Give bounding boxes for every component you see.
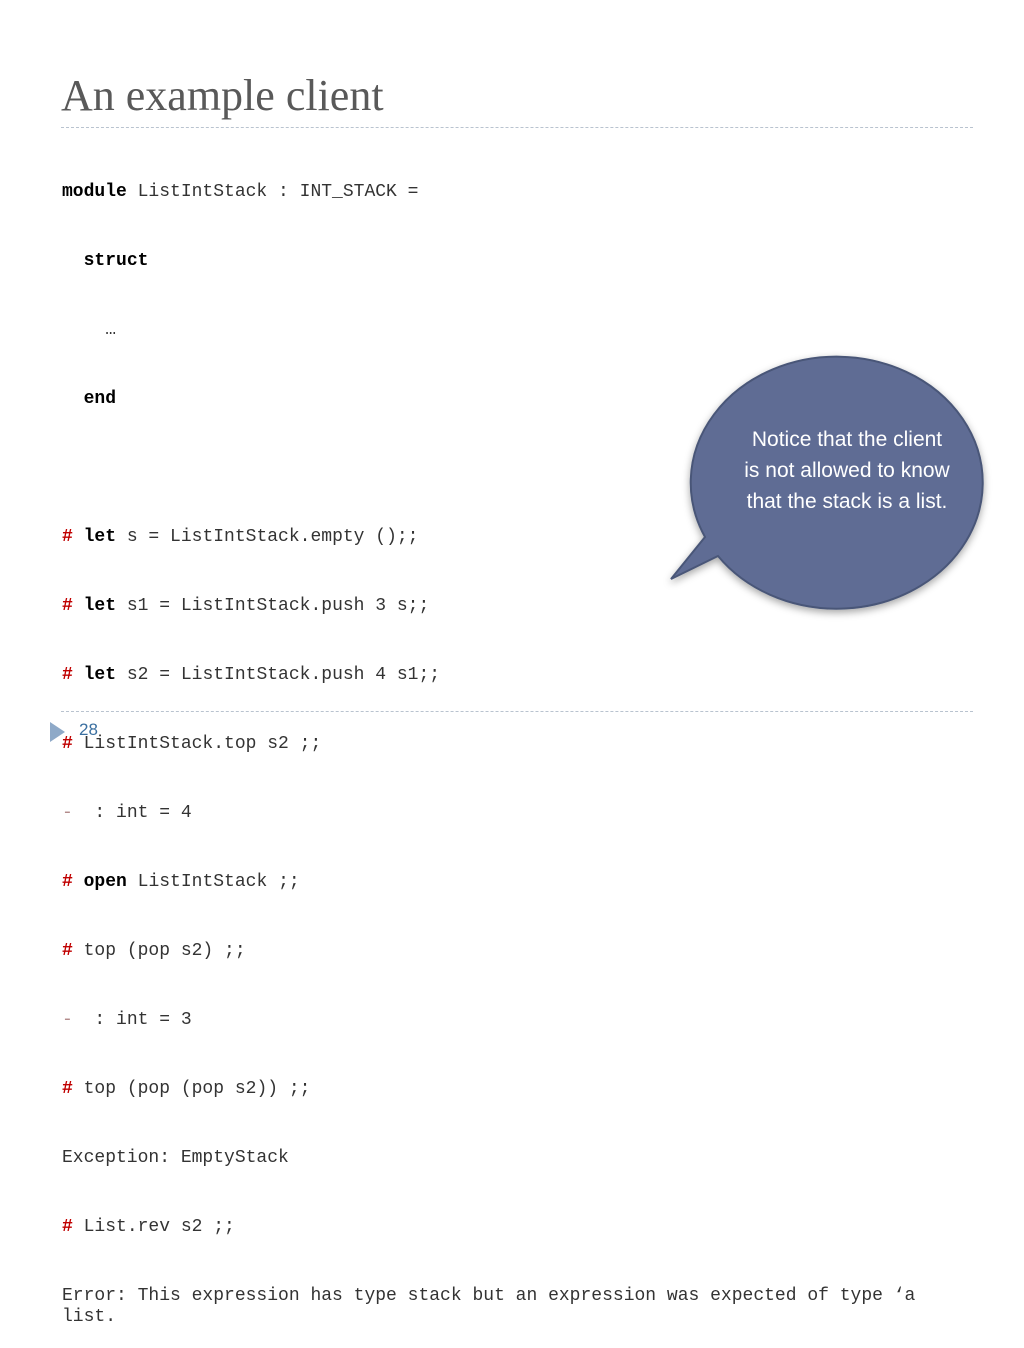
code-text: … [62, 320, 117, 340]
keyword: let [83, 665, 117, 685]
code-line: # let s = ListIntStack.empty ();; [62, 523, 942, 552]
code-line: # let s1 = ListIntStack.push 3 s;; [62, 592, 942, 621]
keyword: let [83, 527, 117, 547]
code-line: … [62, 316, 942, 345]
code-text: s = ListIntStack.empty ();; [116, 527, 419, 547]
code-text: ListIntStack : INT_STACK = [126, 182, 419, 202]
code-line: # open ListIntStack ;; [62, 868, 942, 897]
slide-marker-icon [50, 722, 65, 742]
toplevel-prompt: # [62, 1079, 73, 1099]
code-block: module ListIntStack : INT_STACK = struct… [62, 138, 942, 1348]
code-line: end [62, 385, 942, 414]
footer-divider [61, 711, 973, 712]
code-text: ListIntStack ;; [126, 872, 300, 892]
code-text: s2 = ListIntStack.push 4 s1;; [116, 665, 441, 685]
toplevel-prompt: # [62, 1217, 73, 1237]
keyword: struct [83, 251, 149, 271]
callout-text: Notice that the client is not allowed to… [744, 428, 950, 513]
code-text: List.rev s2 ;; [72, 1217, 235, 1237]
code-line: # top (pop (pop s2)) ;; [62, 1075, 942, 1104]
title-divider [61, 127, 973, 128]
toplevel-prompt: # [62, 734, 73, 754]
keyword: end [83, 389, 117, 409]
code-line: # List.rev s2 ;; [62, 1213, 942, 1242]
toplevel-prompt: # [62, 596, 73, 616]
output-line: - : int = 3 [62, 1006, 942, 1035]
code-text: Exception: EmptyStack [62, 1148, 289, 1168]
code-text: top (pop s2) ;; [72, 941, 246, 961]
code-text: s1 = ListIntStack.push 3 s;; [116, 596, 430, 616]
code-text: : int = 3 [72, 1010, 192, 1030]
keyword: open [83, 872, 127, 892]
code-line: struct [62, 247, 942, 276]
output-line: Error: This expression has type stack bu… [62, 1282, 942, 1328]
output-marker: - [62, 1010, 73, 1030]
code-text: ListIntStack.top s2 ;; [72, 734, 322, 754]
toplevel-prompt: # [62, 665, 73, 685]
code-text: : int = 4 [72, 803, 192, 823]
code-line: # ListIntStack.top s2 ;; [62, 730, 942, 759]
code-line: # let s2 = ListIntStack.push 4 s1;; [62, 661, 942, 690]
output-line: Exception: EmptyStack [62, 1144, 942, 1173]
output-marker: - [62, 803, 73, 823]
keyword: let [83, 596, 117, 616]
slide-title: An example client [61, 71, 384, 120]
code-line: # top (pop s2) ;; [62, 937, 942, 966]
toplevel-prompt: # [62, 527, 73, 547]
code-text: Error: This expression has type stack bu… [62, 1286, 927, 1327]
keyword: module [62, 182, 127, 202]
code-line: module ListIntStack : INT_STACK = [62, 178, 942, 207]
indent [62, 389, 84, 409]
page-number: 28 [79, 720, 98, 739]
toplevel-prompt: # [62, 941, 73, 961]
toplevel-prompt: # [62, 872, 73, 892]
indent [62, 251, 84, 271]
output-line: - : int = 4 [62, 799, 942, 828]
code-text: top (pop (pop s2)) ;; [72, 1079, 311, 1099]
